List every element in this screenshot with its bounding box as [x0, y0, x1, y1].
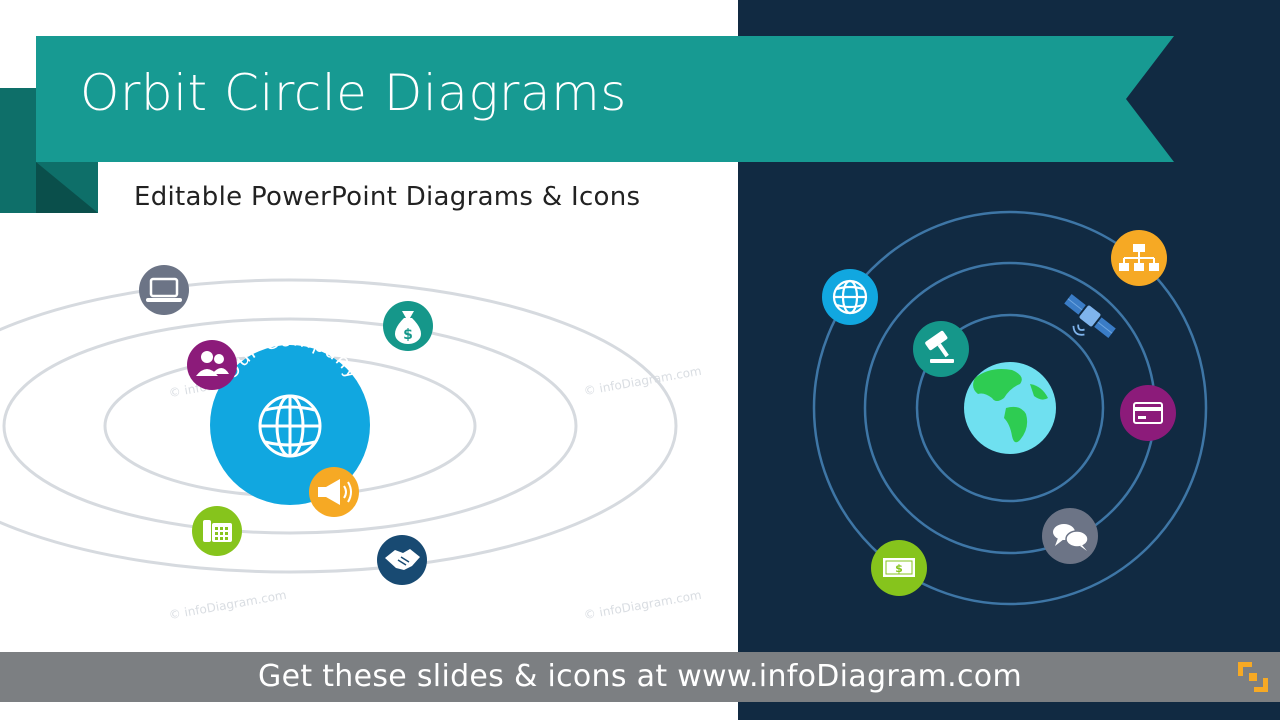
- credit-card-icon: [1120, 385, 1176, 441]
- svg-text:$: $: [895, 562, 903, 575]
- dollar-bill-icon: $: [871, 540, 927, 596]
- right-orbits: [812, 210, 1208, 606]
- orbit-outer: [812, 210, 1208, 606]
- earth-icon: [964, 362, 1056, 454]
- page-title: Orbit Circle Diagrams: [80, 64, 627, 122]
- satellite-icon: [1064, 294, 1116, 338]
- handshake-icon: [377, 535, 427, 585]
- people-icon: [187, 340, 237, 390]
- globe-icon: [258, 394, 322, 458]
- footer-bar: Get these slides & icons at www.infoDiag…: [0, 652, 1280, 702]
- money-bag-icon: $: [383, 301, 433, 351]
- orbit-middle: [2, 317, 578, 535]
- page-subtitle: Editable PowerPoint Diagrams & Icons: [134, 182, 641, 212]
- globe-icon: [822, 269, 878, 325]
- telephone-icon: [192, 506, 242, 556]
- title-banner: [36, 36, 1174, 162]
- infodiagram-logo-icon: [1238, 662, 1268, 692]
- chat-bubbles-icon: [1042, 508, 1098, 564]
- orbit-inner: [915, 313, 1105, 503]
- bottom-strip: [0, 702, 738, 720]
- orbit-outer: [0, 278, 678, 574]
- gavel-icon: [913, 321, 969, 377]
- megaphone-icon: [309, 467, 359, 517]
- laptop-icon: [139, 265, 189, 315]
- org-chart-icon: [1111, 230, 1167, 286]
- svg-text:$: $: [403, 327, 413, 343]
- footer-link[interactable]: Get these slides & icons at www.infoDiag…: [258, 659, 1022, 694]
